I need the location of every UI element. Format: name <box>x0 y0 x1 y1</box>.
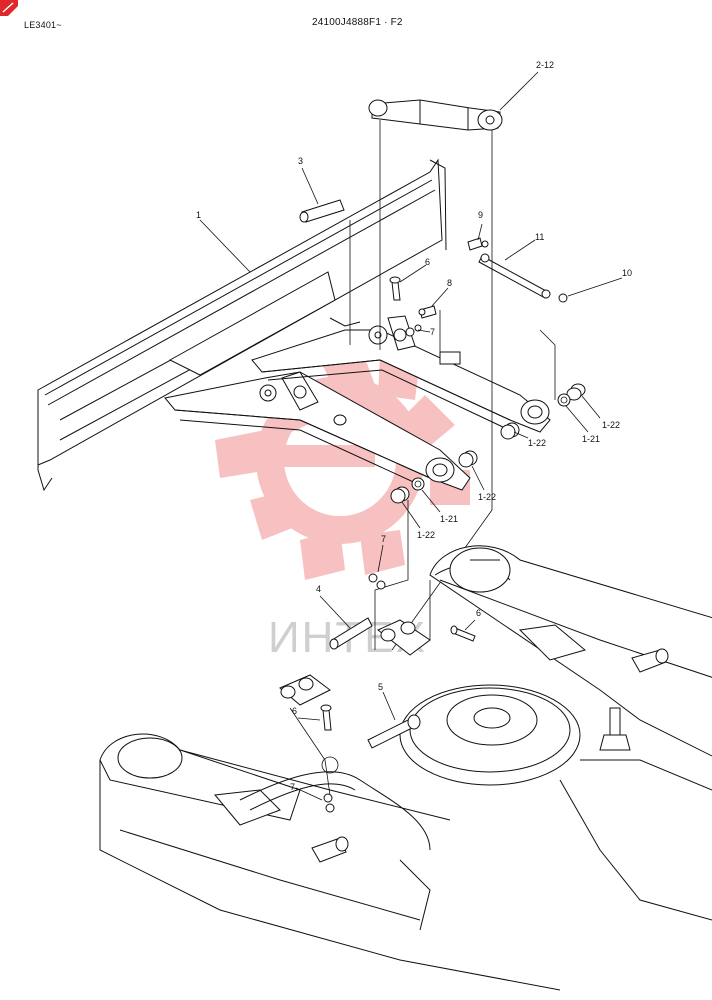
control-lever <box>599 707 631 751</box>
callout-1-22-b: 1-22 <box>528 438 546 448</box>
callout-9: 9 <box>478 210 483 220</box>
nuts-7-top <box>405 324 422 337</box>
callout-1: 1 <box>196 210 201 220</box>
callout-6-right: 6 <box>476 608 481 618</box>
bushing-1-22-d <box>390 486 410 504</box>
nuts-7-middle <box>368 573 386 590</box>
callout-4: 4 <box>316 584 321 594</box>
callout-1-21-b: 1-21 <box>440 514 458 524</box>
callout-labels: 1 2-12 3 6 8 9 11 10 7 1-22 1-21 1-22 1-… <box>196 60 632 792</box>
bolt-6-top <box>389 276 401 301</box>
serial-range-label: LE3401~ <box>24 20 62 30</box>
bushing-1-22-b <box>500 422 520 440</box>
callout-7-top: 7 <box>430 327 435 337</box>
nuts-7-lower <box>321 756 339 813</box>
nipple-10 <box>558 293 568 303</box>
hose-fitting-left <box>311 836 349 863</box>
blade-cylinder <box>368 99 503 131</box>
callout-10: 10 <box>622 268 632 278</box>
arm-pin-boss <box>333 414 347 426</box>
callout-1-22-d: 1-22 <box>417 530 435 540</box>
callout-5: 5 <box>378 682 383 692</box>
callout-11: 11 <box>535 232 544 242</box>
washer-1-21-a <box>557 393 571 407</box>
pin-5 <box>367 714 421 749</box>
mount-bracket-upper <box>377 619 431 656</box>
pin-4 <box>329 617 373 650</box>
arm-bracket <box>439 351 461 365</box>
bolt-6-upper-mount <box>450 625 476 642</box>
bushing-1-22-c <box>458 450 478 468</box>
callout-7-lower: 7 <box>290 782 295 792</box>
callout-7-middle: 7 <box>381 534 386 544</box>
callout-8: 8 <box>447 278 452 288</box>
mount-bracket-lower <box>279 674 331 706</box>
leader-lines <box>199 71 623 801</box>
corner-logo-icon <box>0 0 18 16</box>
grease-nipple-9 <box>467 237 489 251</box>
callout-6-lower: 6 <box>292 706 297 716</box>
callout-3: 3 <box>298 156 303 166</box>
callout-1-21-a: 1-21 <box>582 434 600 444</box>
turntable-ring <box>399 684 581 786</box>
callout-1-22-a: 1-22 <box>602 420 620 430</box>
grease-nipple-8 <box>418 305 437 319</box>
callout-1-22-c: 1-22 <box>478 492 496 502</box>
bolt-6-lower-mount <box>320 704 332 731</box>
lift-arm-right <box>251 315 551 433</box>
dozer-blade <box>37 158 447 492</box>
bushing-1-22-a <box>566 383 586 401</box>
machine-frame <box>99 545 712 991</box>
part-number-label: 24100J4888F1 · F2 <box>312 17 403 28</box>
lift-arm-left <box>164 371 471 491</box>
assembly-centerlines <box>349 120 556 651</box>
callout-2-12: 2-12 <box>536 60 554 70</box>
pin-3 <box>299 199 345 223</box>
hose-fitting-right <box>631 648 669 673</box>
washer-1-21-b <box>411 477 425 491</box>
callout-6-top: 6 <box>425 257 430 267</box>
bolt-11 <box>478 253 551 299</box>
